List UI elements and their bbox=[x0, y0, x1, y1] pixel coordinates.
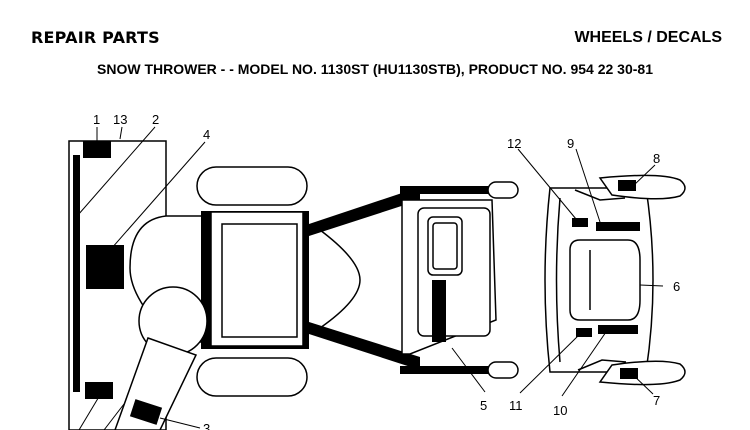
frame-rail-top bbox=[309, 187, 420, 236]
callout-7: 7 bbox=[653, 393, 660, 408]
page-topic-title: WHEELS / DECALS bbox=[574, 29, 722, 46]
callout-3: 3 bbox=[203, 421, 210, 430]
decal-strip-2 bbox=[73, 155, 80, 392]
callout-1: 1 bbox=[93, 112, 100, 127]
decal-12 bbox=[572, 218, 588, 227]
decal-4 bbox=[86, 245, 124, 289]
fuel-cap bbox=[432, 222, 458, 270]
wheel-bottom bbox=[196, 357, 308, 397]
leader-lines bbox=[77, 126, 664, 430]
decal-7 bbox=[620, 368, 638, 379]
auger-housing bbox=[68, 140, 167, 430]
decal-1-lower bbox=[85, 382, 113, 399]
callout-11: 11 bbox=[509, 398, 523, 413]
callout-6: 6 bbox=[673, 279, 680, 294]
decal-10 bbox=[598, 325, 638, 334]
frame-cross bbox=[319, 229, 361, 329]
callout-4: 4 bbox=[203, 127, 210, 142]
decal-9 bbox=[596, 222, 640, 231]
decal-3 bbox=[129, 399, 163, 425]
callout-8: 8 bbox=[653, 151, 660, 166]
callout-13: 13 bbox=[113, 112, 127, 127]
callout-9: 9 bbox=[567, 136, 574, 151]
engine-cover bbox=[221, 223, 298, 338]
handle-grip-top bbox=[487, 181, 519, 199]
page-section-title: REPAIR PARTS bbox=[31, 28, 160, 47]
rear-view-assembly bbox=[544, 174, 686, 386]
decal-8 bbox=[618, 180, 636, 191]
decal-1 bbox=[83, 141, 111, 158]
decal-11 bbox=[576, 328, 592, 337]
frame-rail-bottom bbox=[309, 322, 420, 370]
callout-12: 12 bbox=[507, 136, 521, 151]
model-subtitle: SNOW THROWER - - MODEL NO. 1130ST (HU113… bbox=[97, 61, 653, 77]
handle-grip-bottom bbox=[487, 361, 519, 379]
rear-handle-top bbox=[598, 174, 686, 200]
wheel-top bbox=[196, 166, 308, 206]
decal-5 bbox=[432, 280, 446, 342]
callout-2: 2 bbox=[152, 112, 159, 127]
callout-10: 10 bbox=[553, 403, 567, 418]
rear-handle-bottom bbox=[598, 360, 686, 386]
callout-5: 5 bbox=[480, 398, 487, 413]
rear-cover-6 bbox=[569, 239, 641, 321]
callout-labels: 1 13 2 4 5 6 7 8 9 10 11 12 3 bbox=[93, 112, 680, 430]
